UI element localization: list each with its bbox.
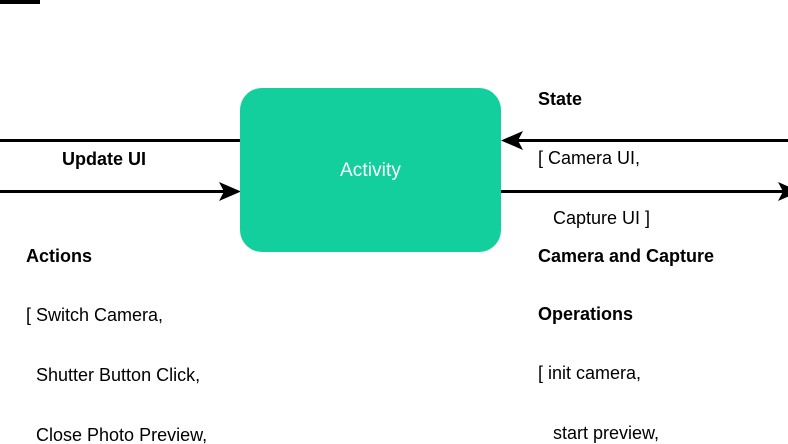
edge-label-actions-item: Shutter Button Click,	[26, 365, 201, 385]
edge-label-state: State [ Camera UI, Capture UI ]	[538, 52, 650, 266]
edge-label-actions: Actions [ Switch Camera, Shutter Button …	[26, 209, 244, 444]
edge-actions-arrowhead	[219, 182, 241, 201]
activity-node-label: Activity	[340, 159, 401, 181]
edge-label-state-item: [ Camera UI,	[538, 148, 641, 168]
edge-label-state-item: Capture UI ]	[538, 208, 651, 228]
activity-node[interactable]: Activity	[240, 88, 501, 252]
edge-label-camera-operations-item: [ init camera,	[538, 363, 642, 383]
edge-label-update-ui: Update UI	[62, 112, 146, 206]
edge-label-camera-operations-item: start preview,	[538, 423, 660, 443]
top-left-marker-bar	[0, 0, 40, 4]
edge-label-actions-item: [ Switch Camera,	[26, 305, 164, 325]
edge-label-update-ui-heading: Update UI	[62, 149, 147, 169]
edge-label-state-heading: State	[538, 89, 583, 109]
edge-camera-operations-arrowhead	[778, 182, 788, 201]
edge-label-camera-operations: Camera and Capture Operations [ init cam…	[538, 209, 714, 444]
edge-state-arrowhead	[501, 131, 523, 150]
edge-label-actions-heading: Actions	[26, 246, 93, 266]
edge-label-actions-item: Close Photo Preview,	[26, 425, 208, 444]
edge-label-camera-operations-heading-line2: Operations	[538, 304, 634, 324]
edge-label-camera-operations-heading-line1: Camera and Capture	[538, 246, 715, 266]
